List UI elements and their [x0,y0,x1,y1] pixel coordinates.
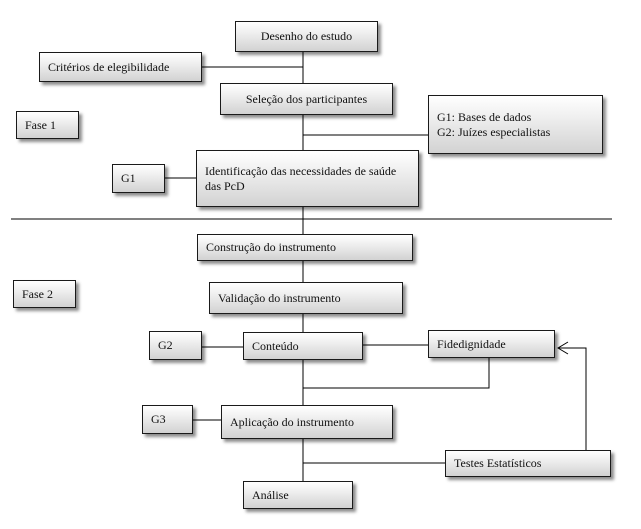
box-analysis: Análise [243,481,353,509]
box-statistical-tests: Testes Estatísticos [445,450,611,477]
group-item-judges: G2: Juízes especialistas [437,124,551,139]
label-phase-2: Fase 2 [13,280,76,308]
box-participant-groups: G1: Bases de dados G2: Juízes especialis… [428,95,603,154]
box-participant-selection: Seleção dos participantes [220,83,393,115]
arrowhead-icon [557,341,569,355]
box-instrument-validation: Validação do instrumento [209,282,403,314]
connector-feedback [558,347,587,450]
box-study-design: Desenho do estudo [235,21,378,52]
box-needs-identification: Identificação das necessidades de saúde … [196,150,419,207]
box-reliability: Fidedignidade [428,330,555,358]
connector-reliability-return [303,358,490,389]
box-g2: G2 [149,331,202,360]
box-g3: G3 [142,405,193,434]
box-instrument-construction: Construção do instrumento [197,234,413,261]
box-g1: G1 [112,164,165,193]
label-phase-1: Fase 1 [16,111,79,139]
box-instrument-application: Aplicação do instrumento [221,405,393,439]
box-eligibility-criteria: Critérios de elegibilidade [39,52,202,82]
group-item-databases: G1: Bases de dados [437,109,532,124]
box-content: Conteúdo [243,332,363,360]
